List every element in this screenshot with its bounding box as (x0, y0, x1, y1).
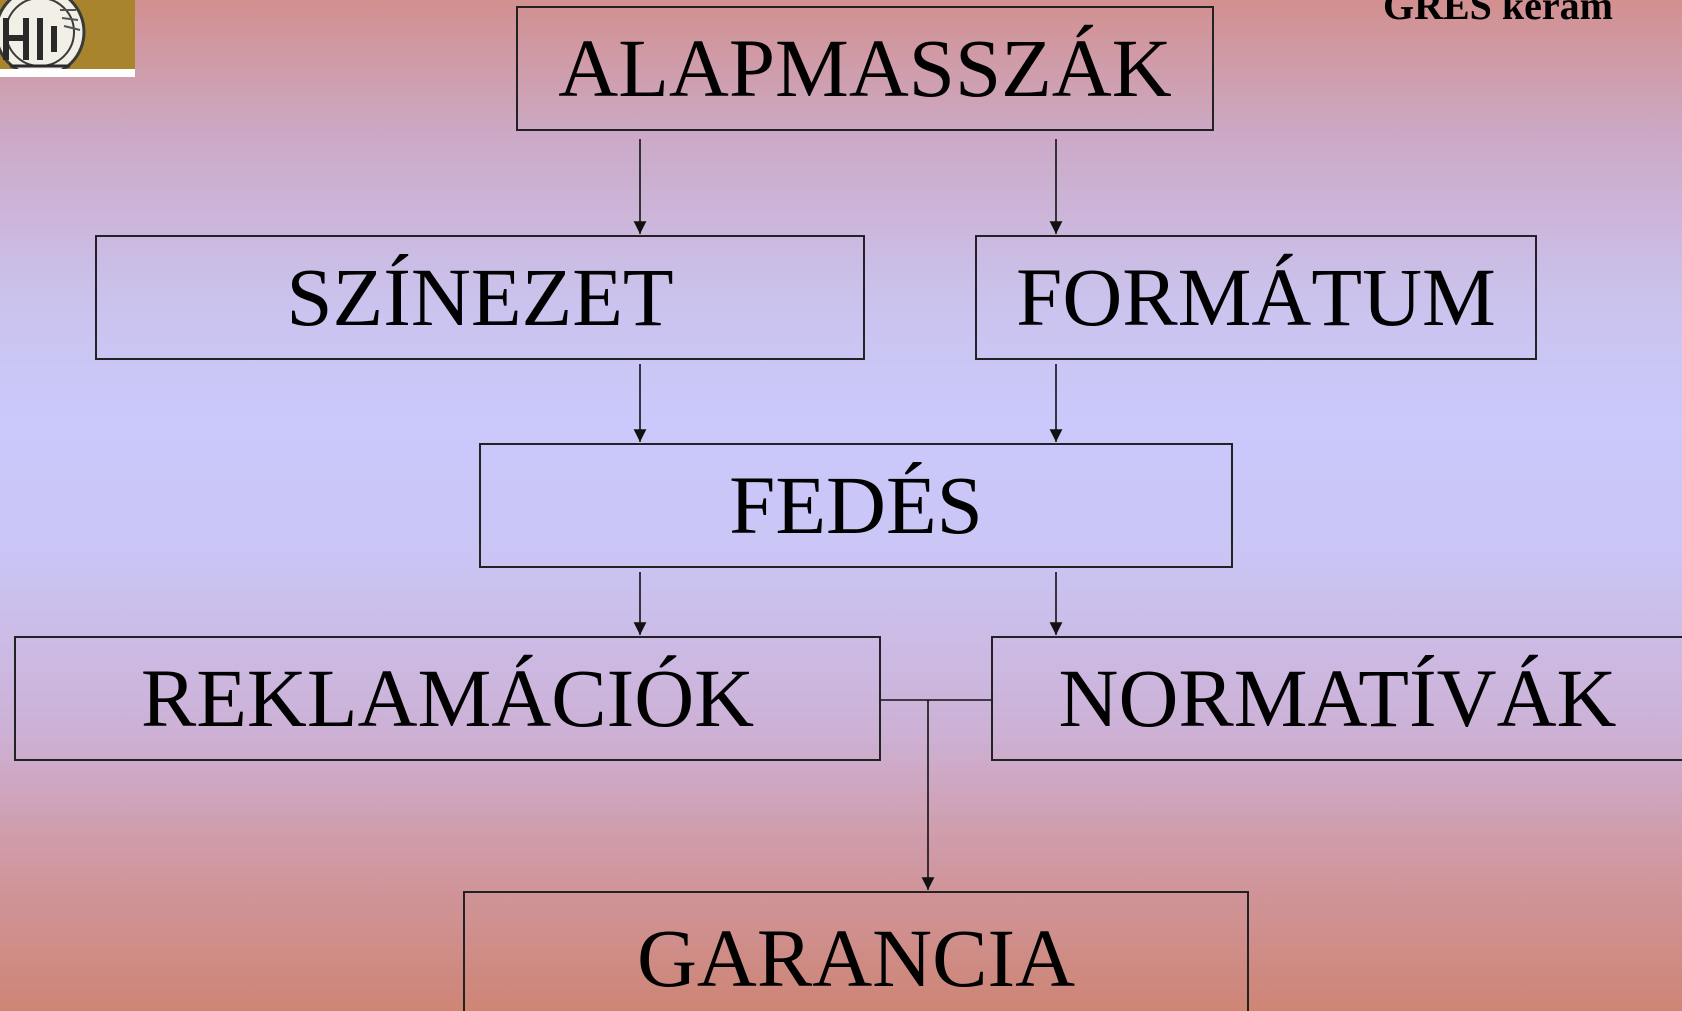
node-formatum: FORMÁTUM (975, 235, 1537, 360)
node-garancia: GARANCIA (463, 891, 1249, 1011)
node-reklamaciok: REKLAMÁCIÓK (14, 636, 881, 761)
node-alapmasszak: ALAPMASSZÁK (516, 6, 1214, 131)
slide-title: GRES kerám (1383, 0, 1613, 28)
node-szinezet: SZÍNEZET (95, 235, 865, 360)
node-fedes: FEDÉS (479, 443, 1233, 568)
company-logo (0, 0, 135, 77)
node-normativak: NORMATÍVÁK (991, 636, 1682, 761)
